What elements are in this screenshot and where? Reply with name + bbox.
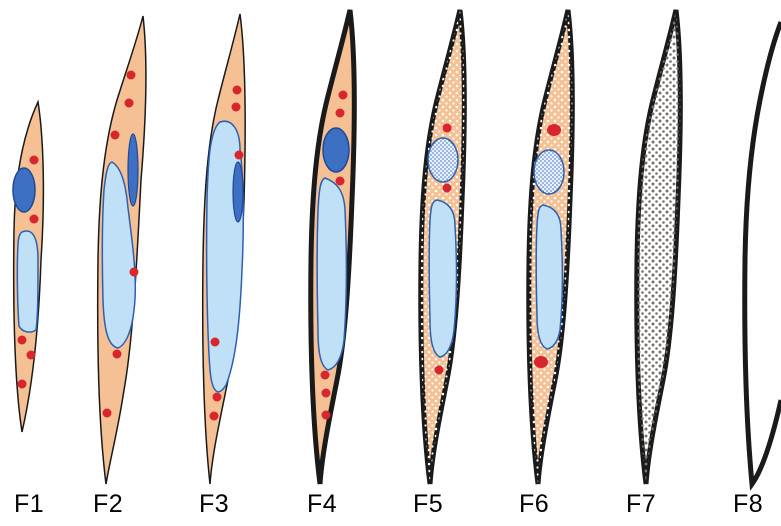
- stage-label-F4: F4: [307, 490, 337, 519]
- stage-label-F3: F3: [199, 490, 229, 519]
- stage-label-F1: F1: [14, 490, 44, 519]
- nucleus: [323, 128, 349, 172]
- nucleus: [13, 168, 35, 212]
- fiber-cell-F1: [13, 102, 43, 432]
- nucleus: [128, 134, 138, 206]
- vacuole: [429, 200, 456, 357]
- fiber-cell-F8: [745, 22, 781, 484]
- vacuole: [317, 178, 346, 370]
- vacuole: [17, 231, 38, 332]
- fiber-cell-F3: [203, 14, 246, 484]
- fiber-cell-F4: [311, 10, 355, 484]
- vacuole: [536, 205, 562, 349]
- stage-label-F5: F5: [413, 490, 443, 519]
- nucleus: [534, 150, 564, 194]
- fiber-cell-F5: [421, 10, 465, 484]
- fiber-cell-F6: [529, 10, 573, 484]
- fiber-cell-F7: [637, 10, 681, 484]
- nucleus: [233, 162, 243, 222]
- stage-label-F2: F2: [93, 490, 123, 519]
- nucleus: [428, 138, 458, 182]
- stage-label-F6: F6: [519, 490, 549, 519]
- fiber-cell-F2: [98, 16, 146, 484]
- stage-label-F7: F7: [626, 490, 656, 519]
- stage-label-F8: F8: [733, 490, 763, 519]
